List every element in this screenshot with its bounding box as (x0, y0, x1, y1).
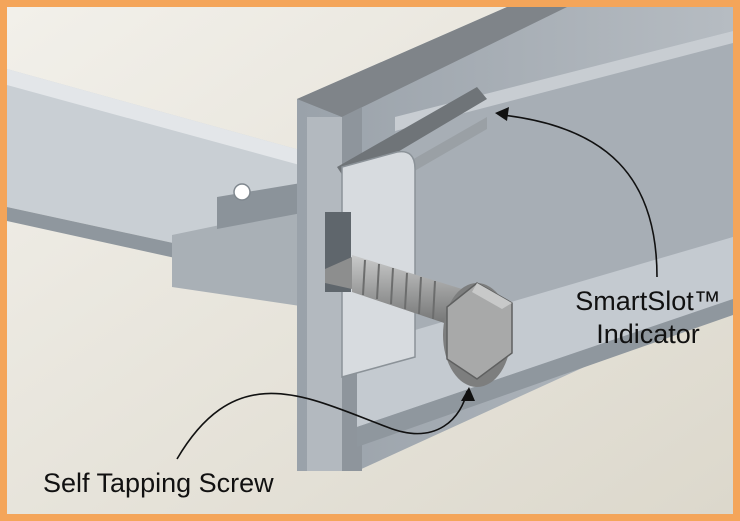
smartslot-arrowhead (495, 107, 509, 121)
left-rail (7, 69, 307, 307)
smartslot-arrow (501, 114, 658, 278)
smartslot-label: SmartSlot™ Indicator (563, 285, 733, 351)
self-tapping-screw (325, 255, 513, 387)
screw-arrowhead (461, 387, 475, 401)
screw-label: Self Tapping Screw (43, 468, 274, 498)
assembly-illustration (7, 7, 733, 514)
screw-arrow (176, 390, 468, 460)
smartslot-label-line1: SmartSlot™ (575, 286, 721, 316)
smartslot-label-line2: Indicator (596, 319, 700, 349)
callout-arrows (176, 114, 658, 460)
